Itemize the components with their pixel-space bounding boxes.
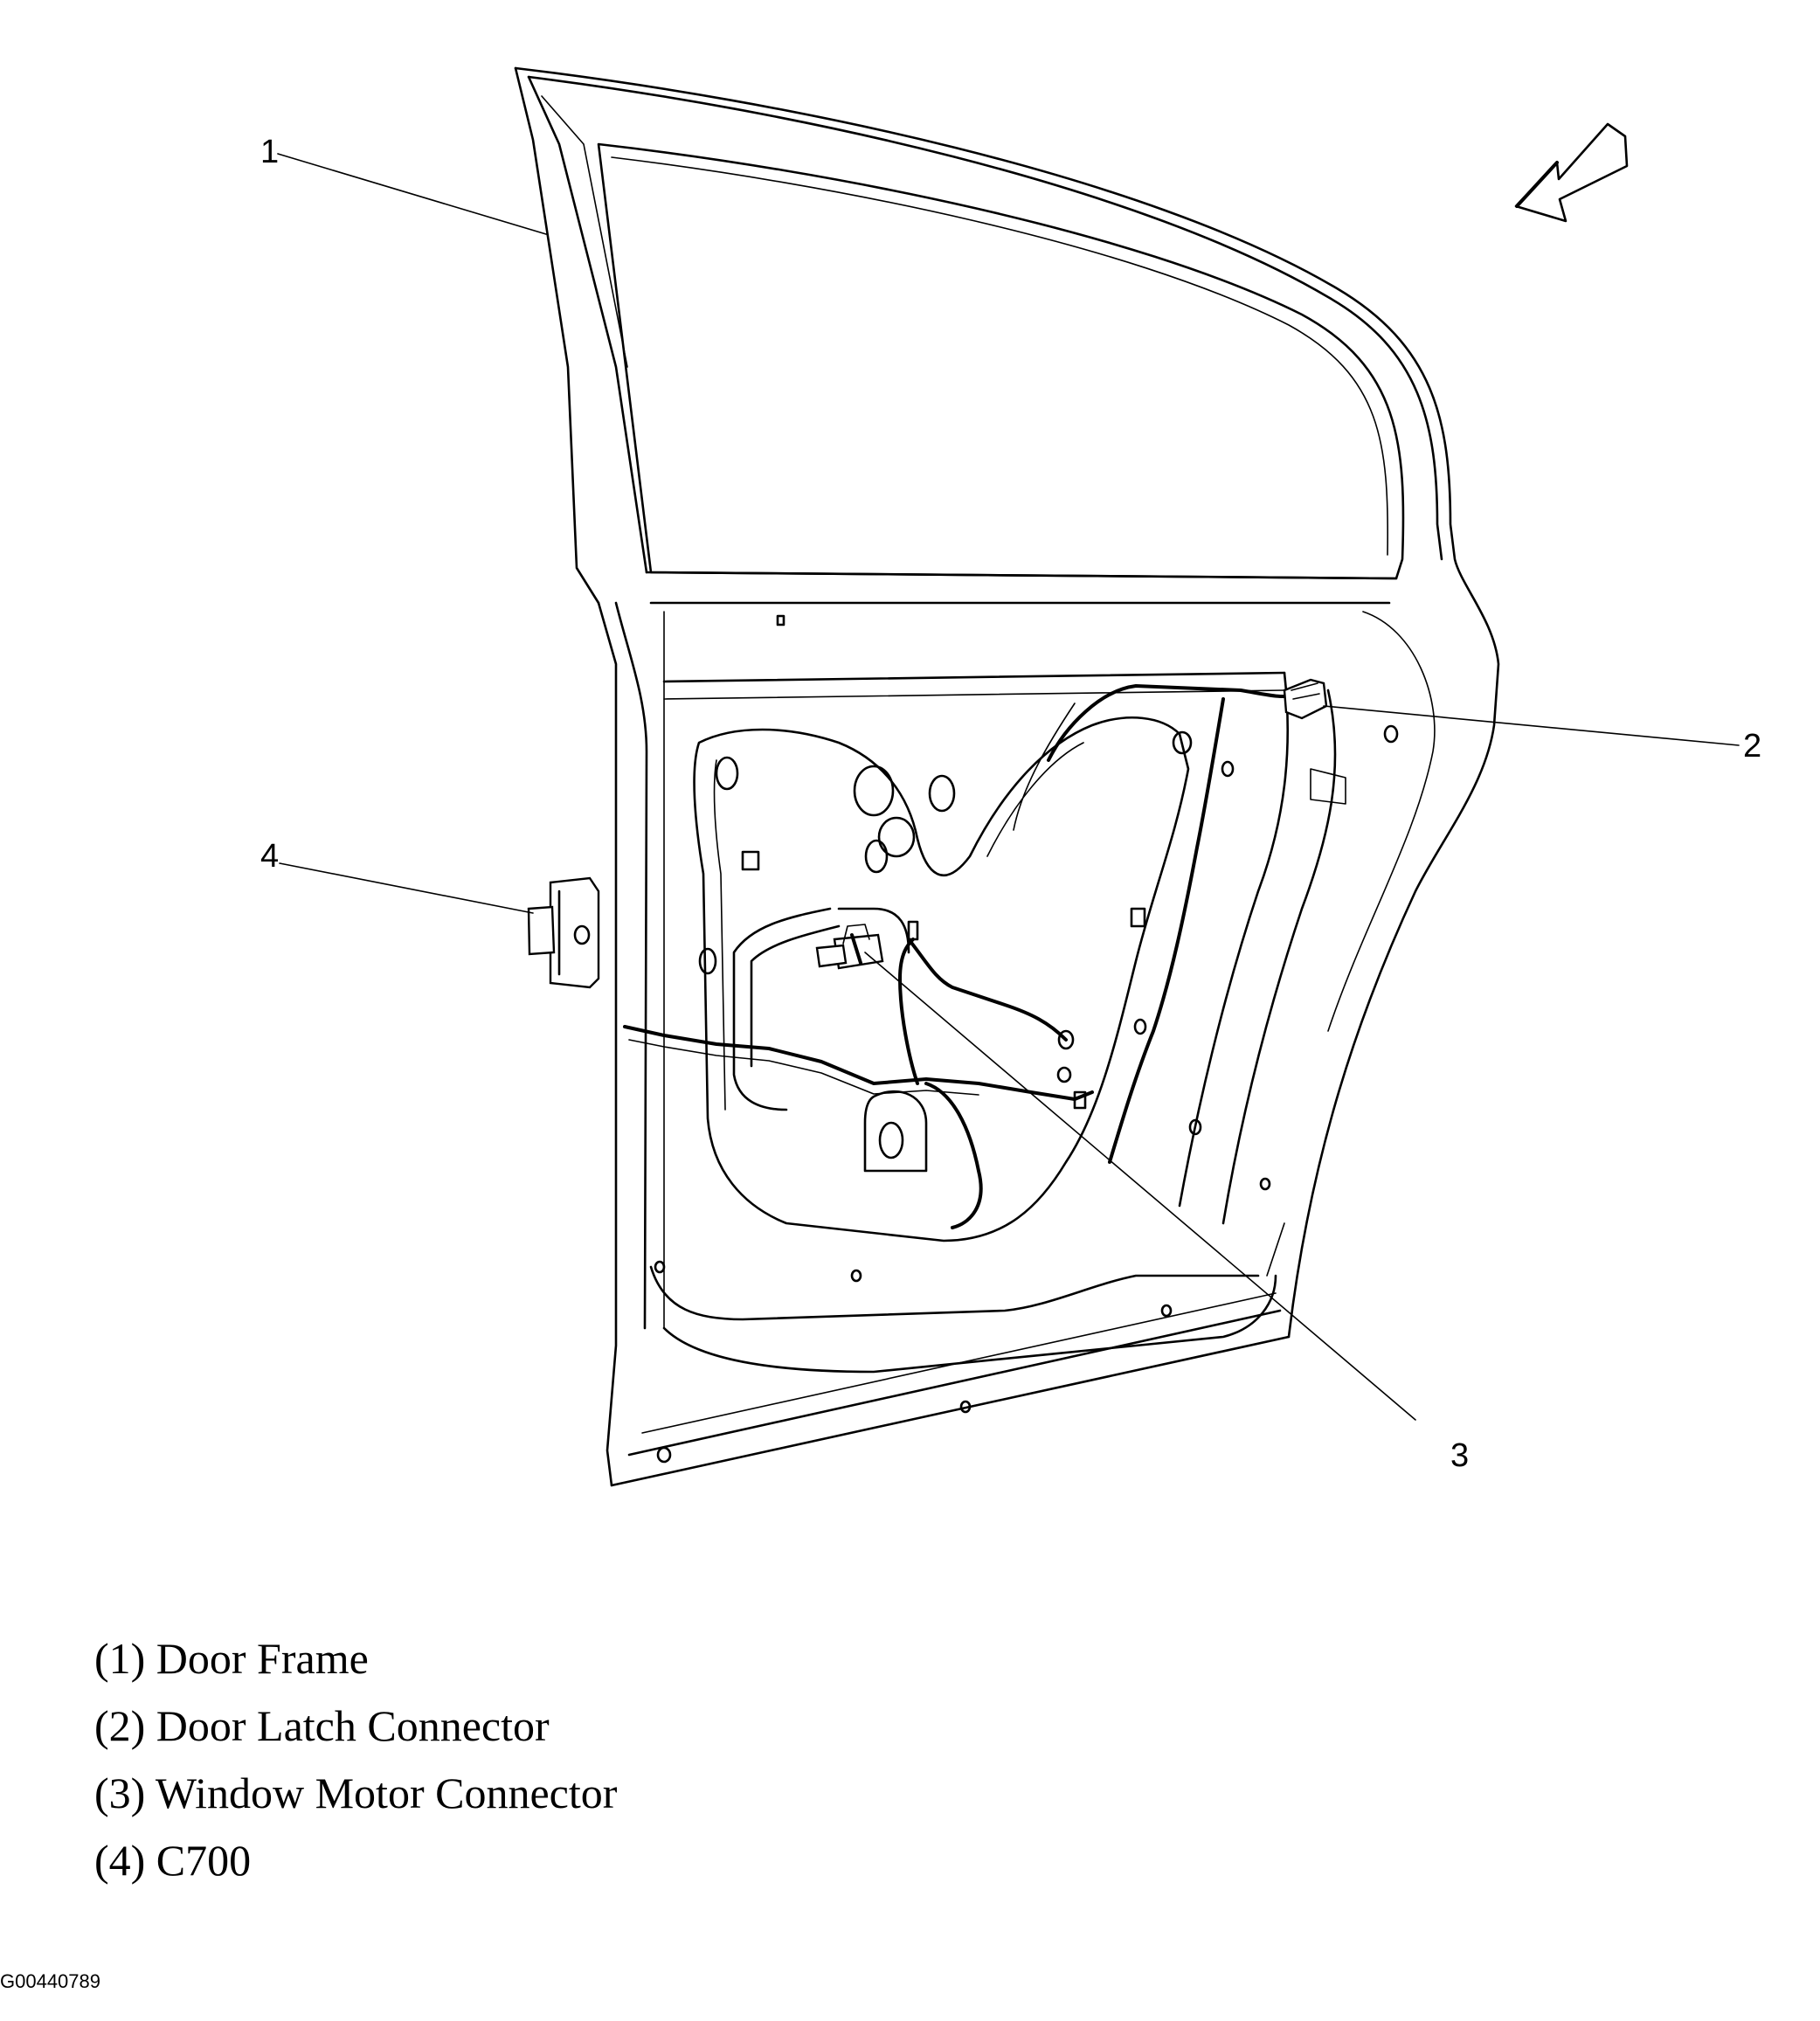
wiring-harness <box>623 684 1304 1229</box>
legend-item-window-motor-connector: (3) Window Motor Connector <box>94 1768 618 1817</box>
legend: (1) Door Frame (2) Door Latch Connector … <box>94 1625 617 1894</box>
callout-1: 1 <box>260 134 279 170</box>
legend-item-door-latch-connector: (2) Door Latch Connector <box>94 1701 550 1750</box>
legend-item-c700: (4) C700 <box>94 1836 252 1885</box>
window-regulator-module <box>654 614 1399 1464</box>
callout-4: 4 <box>260 838 279 875</box>
leader-lines <box>277 153 1740 1421</box>
legend-item-door-frame: (1) Door Frame <box>94 1634 369 1683</box>
front-direction-arrow-icon <box>1514 122 1629 223</box>
door-wiring-diagram: 1 2 3 4 <box>260 66 1761 1487</box>
figure-id: G00440789 <box>0 1970 100 1992</box>
c700-connector <box>527 876 600 989</box>
callout-2: 2 <box>1743 728 1761 765</box>
window-motor-connector <box>815 924 884 970</box>
callout-3: 3 <box>1450 1437 1469 1474</box>
door-latch-connector <box>1283 678 1328 720</box>
door-frame <box>514 66 1500 1487</box>
